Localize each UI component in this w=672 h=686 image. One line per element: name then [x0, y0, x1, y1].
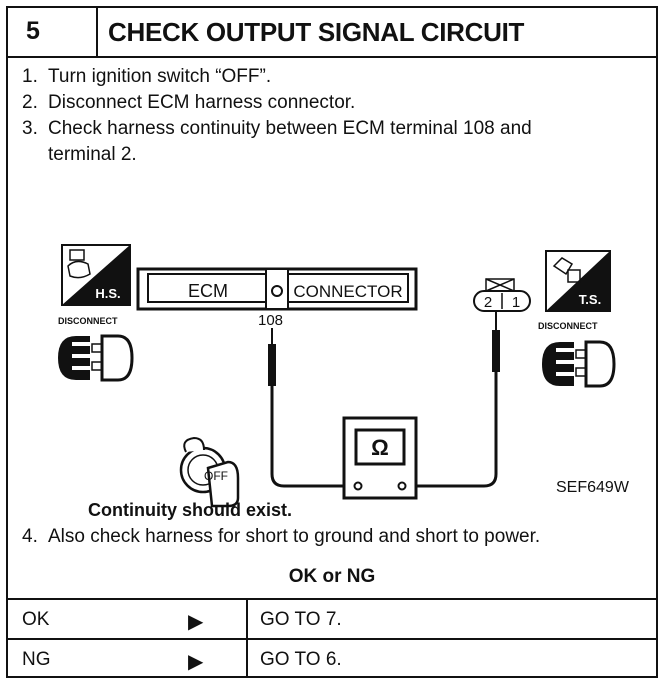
pin-2-label: 2 — [484, 294, 492, 311]
disconnect-icon — [542, 340, 616, 388]
disconnect-icon — [58, 334, 134, 382]
step-number: 5 — [8, 8, 98, 56]
ohm-symbol: Ω — [371, 435, 389, 460]
harness-connector: 2 1 — [473, 278, 531, 312]
result-row-ng: NG ▶ GO TO 6. — [8, 638, 656, 678]
result-key-ng: NG — [22, 649, 51, 670]
ts-badge: T.S. — [545, 250, 611, 312]
continuity-note: Continuity should exist. — [88, 500, 292, 520]
ignition-key-icon: OFF — [179, 436, 240, 508]
disconnect-label-right: DISCONNECT — [538, 321, 598, 331]
step-title: CHECK OUTPUT SIGNAL CIRCUIT — [108, 17, 525, 47]
instruction-2: 2.Disconnect ECM harness connector. — [22, 92, 356, 113]
continuity-diagram: H.S. DISCONNECT ECM CONNECTOR 108 — [58, 244, 630, 520]
instruction-4: 4.Also check harness for short to ground… — [22, 526, 541, 547]
ohmmeter: Ω — [342, 416, 418, 500]
test-leads — [268, 311, 500, 488]
result-heading: OK or NG — [288, 566, 376, 587]
terminal-108-label: 108 — [258, 312, 283, 329]
disconnect-label-left: DISCONNECT — [58, 316, 118, 326]
ecm-connector: ECM CONNECTOR — [136, 267, 418, 311]
result-action-ng: GO TO 6. — [260, 649, 342, 670]
ts-badge-label: T.S. — [579, 292, 601, 307]
procedure-box: 5 CHECK OUTPUT SIGNAL CIRCUIT 1.Turn ign… — [6, 6, 658, 678]
arrow-right-icon: ▶ — [188, 611, 204, 633]
result-key-ok: OK — [22, 609, 50, 630]
instruction-1: 1.Turn ignition switch “OFF”. — [22, 66, 272, 87]
hs-badge-label: H.S. — [95, 286, 120, 301]
arrow-right-icon: ▶ — [188, 651, 204, 673]
instruction-3-continued: terminal 2. — [48, 144, 137, 165]
key-off-label: OFF — [204, 469, 228, 483]
ecm-label: ECM — [188, 281, 228, 301]
instruction-3: 3.Check harness continuity between ECM t… — [22, 118, 532, 139]
hs-badge: H.S. — [61, 244, 131, 306]
connector-label: CONNECTOR — [293, 282, 402, 301]
result-action-ok: GO TO 7. — [260, 609, 342, 630]
figure-code: SEF649W — [556, 479, 630, 496]
pin-1-label: 1 — [512, 294, 520, 311]
step-header: 5 CHECK OUTPUT SIGNAL CIRCUIT — [8, 8, 656, 58]
result-row-ok: OK ▶ GO TO 7. — [8, 598, 656, 638]
